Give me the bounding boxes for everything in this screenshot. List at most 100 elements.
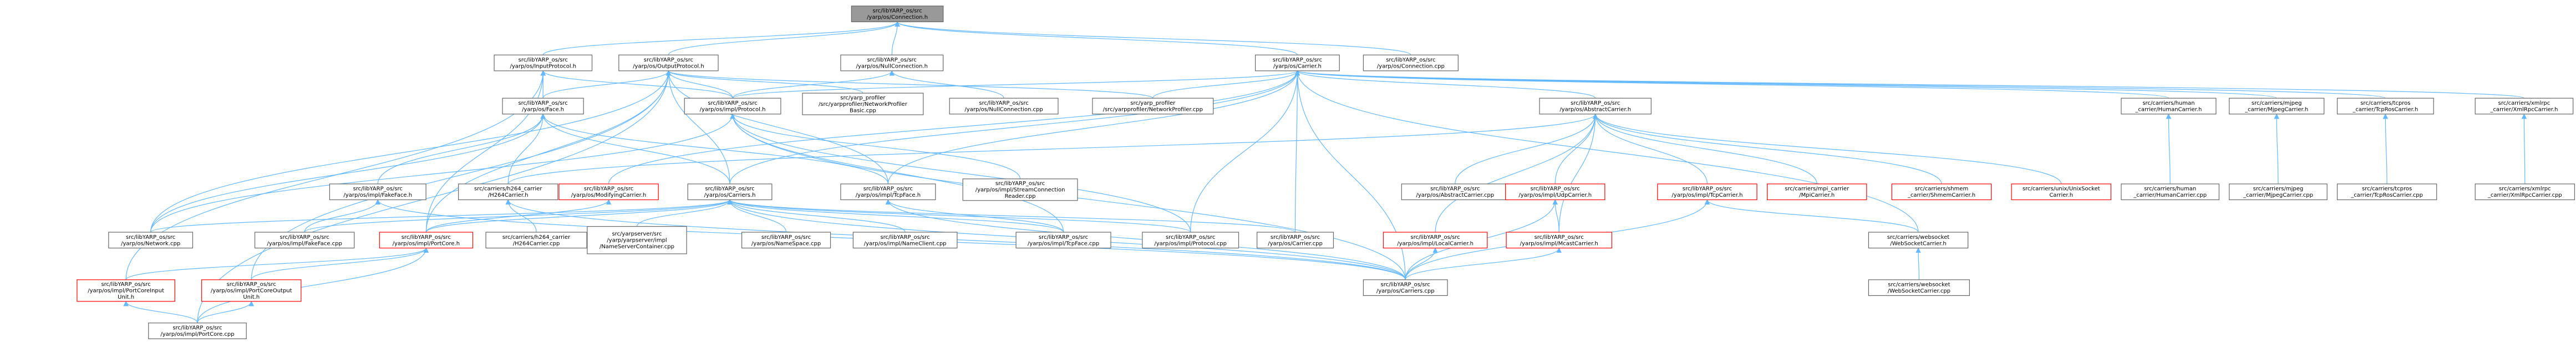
node-netprof-cpp[interactable]: src/yarp_profiler/src/yarpprofiler/Netwo…	[1092, 98, 1214, 115]
node-nullconn-h[interactable]: src/libYARP_os/src/yarp/os/NullConnectio…	[840, 54, 944, 71]
node-mcastcarrier-h[interactable]: src/libYARP_os/src/yarp/os/impl/McastCar…	[1506, 232, 1612, 249]
node-inputproto-h[interactable]: src/libYARP_os/src/yarp/os/InputProtocol…	[494, 54, 593, 71]
dependency-edge-websocket_cpp-to-websocket_h	[1916, 247, 1921, 280]
node-label-line: /yarp/os/impl/Protocol.h	[700, 107, 766, 113]
node-streamreader-cpp[interactable]: src/libYARP_os/src/yarp/os/impl/StreamCo…	[962, 178, 1078, 201]
node-protocol-h[interactable]: src/libYARP_os/src/yarp/os/impl/Protocol…	[684, 98, 781, 115]
dependency-edge-protocol_cpp-to-carriers_h	[727, 199, 1191, 233]
node-mjpegcarrier-h[interactable]: src/carriers/mjpeg_carrier/MjpegCarrier.…	[2229, 98, 2325, 115]
dependency-edge-abstractcarrier_h-to-carrier_h	[1294, 70, 1596, 99]
node-label-line: /yarp/os/Carrier.h	[1273, 64, 1322, 70]
node-portcore-h[interactable]: src/libYARP_os/src/yarp/os/impl/PortCore…	[379, 232, 474, 249]
node-label-line: /yarp/os/Connection.cpp	[1377, 64, 1445, 70]
dependency-edge-mcastcarrier_h-to-udpcarrier_h	[1552, 199, 1559, 233]
dependency-edge-localcarrier_h-to-abstractcarrier_h	[1435, 113, 1598, 233]
node-label-line: src/carriers/xmlrpc	[2499, 186, 2551, 192]
dependency-edge-outputproto_h-to-conn_h	[668, 21, 900, 55]
node-xmlrpc-cpp[interactable]: src/carriers/xmlrpc_carrier/XmlRpcCarrie…	[2475, 183, 2575, 201]
dependency-edge-tcpface_cpp-to-tcpface_h	[885, 199, 1064, 233]
node-outputproto-h[interactable]: src/libYARP_os/src/yarp/os/OutputProtoco…	[618, 54, 719, 71]
node-label-line: src/libYARP_os/src	[1273, 57, 1322, 63]
node-label-line: src/libYARP_os/src	[1039, 234, 1088, 241]
node-tcpcarrier-h[interactable]: src/libYARP_os/src/yarp/os/impl/TcpCarri…	[1657, 183, 1757, 201]
node-tcpface-h[interactable]: src/libYARP_os/src/yarp/os/impl/TcpFace.…	[840, 183, 936, 201]
node-tcpros-h[interactable]: src/carriers/tcpros_carrier/TcpRosCarrie…	[2336, 98, 2434, 115]
dependency-edge-websocket_h-to-carrier_h	[1294, 70, 1919, 233]
node-mjpegcarrier-cpp[interactable]: src/carriers/mjpeg_carrier/MjpegCarrier.…	[2229, 183, 2328, 201]
node-websocket-h[interactable]: src/carriers/websocket/WebSocketCarrier.…	[1868, 232, 1969, 249]
node-abstractcarrier-cpp[interactable]: src/libYARP_os/src/yarp/os/AbstractCarri…	[1401, 183, 1509, 201]
node-carriers-h[interactable]: src/libYARP_os/src/yarp/os/Carriers.h	[687, 183, 773, 201]
node-face-h[interactable]: src/libYARP_os/src/yarp/os/Face.h	[502, 98, 584, 115]
node-label-line: src/yarpserver/src	[612, 231, 662, 237]
dependency-edge-mjpegcarrier_cpp-to-mjpegcarrier_h	[2274, 113, 2279, 184]
node-label-line: Basic.cpp	[850, 108, 876, 114]
node-humancarrier-h[interactable]: src/carriers/human_carrier/HumanCarrier.…	[2121, 98, 2217, 115]
node-label-line: src/libYARP_os/src	[1381, 282, 1430, 288]
node-carriers-cpp[interactable]: src/libYARP_os/src/yarp/os/Carriers.cpp	[1363, 279, 1448, 296]
node-label-line: src/carriers/websocket	[1887, 234, 1949, 241]
node-label-line: src/libYARP_os/src	[705, 186, 754, 192]
dependency-edge-netprof_basic_cpp-to-outputproto_h	[665, 70, 863, 94]
node-nameclient-cpp[interactable]: src/libYARP_os/src/yarp/os/impl/NameClie…	[852, 232, 958, 249]
node-portcoreinput-h[interactable]: src/libYARP_os/src/yarp/os/impl/PortCore…	[77, 279, 175, 302]
dependency-edge-shmem_h-to-abstractcarrier_h	[1592, 113, 1942, 184]
dependency-edge-tcpface_h-to-carrier_h	[887, 70, 1300, 184]
node-label-line: /yarp/os/impl/PortCoreOutput	[211, 288, 292, 294]
node-label-line: src/libYARP_os/src	[227, 282, 276, 288]
node-modifying-h[interactable]: src/libYARP_os/src/yarp/os/ModifyingCarr…	[558, 183, 659, 201]
node-label-line: src/libYARP_os/src	[1271, 234, 1320, 241]
node-udpcarrier-h[interactable]: src/libYARP_os/src/yarp/os/impl/UdpCarri…	[1505, 183, 1605, 201]
dependency-edge-portcoreoutput_h-to-portcore_h	[251, 247, 429, 280]
node-connection-cpp[interactable]: src/libYARP_os/src/yarp/os/Connection.cp…	[1363, 54, 1459, 71]
node-label-line: /yarp/os/InputProtocol.h	[510, 64, 576, 70]
node-label-line: src/libYARP_os/src	[644, 57, 693, 63]
node-protocol-cpp[interactable]: src/libYARP_os/src/yarp/os/impl/Protocol…	[1142, 232, 1239, 249]
node-tcpface-cpp[interactable]: src/libYARP_os/src/yarp/os/impl/TcpFace.…	[1015, 232, 1111, 249]
node-label-line: src/libYARP_os/src	[584, 186, 633, 192]
node-label-line: src/libYARP_os/src	[519, 57, 568, 63]
node-label-line: _carrier/HumanCarrier.h	[2135, 107, 2202, 113]
node-namespace-cpp[interactable]: src/libYARP_os/src/yarp/os/NameSpace.cpp	[741, 232, 831, 249]
dependency-edge-unixsocket_h-to-abstractcarrier_h	[1593, 113, 2062, 184]
node-carrier-h[interactable]: src/libYARP_os/src/yarp/os/Carrier.h	[1255, 54, 1340, 71]
node-box	[458, 183, 558, 201]
node-netprof-basic-cpp[interactable]: src/yarp_profiler/src/yarpprofiler/Netwo…	[802, 93, 924, 115]
node-nullconn-cpp[interactable]: src/libYARP_os/src/yarp/os/NullConnectio…	[949, 98, 1059, 115]
node-tcpros-cpp[interactable]: src/carriers/tcpros_carrier/TcpRosCarrie…	[2336, 183, 2437, 201]
node-fakeface-h[interactable]: src/libYARP_os/src/yarp/os/impl/FakeFace…	[329, 183, 426, 201]
node-mpicarrier-h[interactable]: src/carriers/mpi_carrier/MpiCarrier.h	[1767, 183, 1867, 201]
node-label-line: src/libYARP_os/src	[872, 8, 922, 14]
dependency-edge-protocol_h-to-carrier_h	[732, 70, 1300, 99]
node-h264carrier-h[interactable]: src/carriers/h264_carrier/H264Carrier.h	[458, 183, 558, 201]
dependency-edge-network_cpp-to-face_h	[150, 113, 546, 233]
node-localcarrier-h[interactable]: src/libYARP_os/src/yarp/os/impl/LocalCar…	[1383, 232, 1488, 249]
node-carrier-cpp[interactable]: src/libYARP_os/src/yarp/os/Carrier.cpp	[1257, 232, 1334, 249]
node-conn-h[interactable]: src/libYARP_os/src/yarp/os/Connection.h	[851, 6, 944, 23]
node-network-cpp[interactable]: src/libYARP_os/src/yarp/os/Network.cpp	[108, 232, 194, 249]
node-humancarrier-cpp[interactable]: src/carriers/human_carrier/HumanCarrier.…	[2121, 183, 2219, 201]
node-label-line: /yarp/os/impl/TcpFace.h	[856, 192, 921, 198]
node-portcore-cpp[interactable]: src/libYARP_os/src/yarp/os/impl/PortCore…	[148, 323, 247, 339]
node-label-line: /yarp/os/Carrier.cpp	[1268, 241, 1323, 247]
node-xmlrpc-h[interactable]: src/carriers/xmlrpc_carrier/XmlRpcCarrie…	[2475, 98, 2574, 115]
node-shmem-h[interactable]: src/carriers/shmem_carrier/ShmemCarrier.…	[1891, 183, 1992, 201]
node-portcoreoutput-h[interactable]: src/libYARP_os/src/yarp/os/impl/PortCore…	[201, 279, 302, 302]
node-abstractcarrier-h[interactable]: src/libYARP_os/src/yarp/os/AbstractCarri…	[1539, 98, 1652, 115]
node-label-line: src/carriers/tcpros	[2360, 100, 2410, 106]
node-label-line: /yarp/os/impl/FakeFace.cpp	[267, 241, 342, 247]
node-nameserver-cpp[interactable]: src/yarpserver/src/yarp/yarpserver/impl/…	[587, 226, 687, 254]
node-websocket-cpp[interactable]: src/carriers/websocket/WebSocketCarrier.…	[1868, 279, 1970, 296]
node-box	[1401, 183, 1509, 201]
node-fakeface-cpp[interactable]: src/libYARP_os/src/yarp/os/impl/FakeFace…	[254, 232, 355, 249]
dependency-edge-face_h-to-outputproto_h	[542, 70, 672, 99]
node-label-line: /yarp/os/ModifyingCarrier.h	[571, 192, 646, 198]
node-box	[1257, 232, 1334, 249]
dependency-edge-tcpface_cpp-to-carriers_h	[727, 199, 1064, 233]
node-h264carrier-cpp[interactable]: src/carriers/h264_carrier/H264Carrier.cp…	[485, 232, 587, 249]
node-box	[558, 183, 659, 201]
node-label-line: /yarp/os/impl/NameClient.cpp	[864, 241, 947, 247]
node-label-line: src/libYARP_os/src	[402, 234, 451, 241]
node-label-line: src/libYARP_os/src	[126, 234, 175, 241]
